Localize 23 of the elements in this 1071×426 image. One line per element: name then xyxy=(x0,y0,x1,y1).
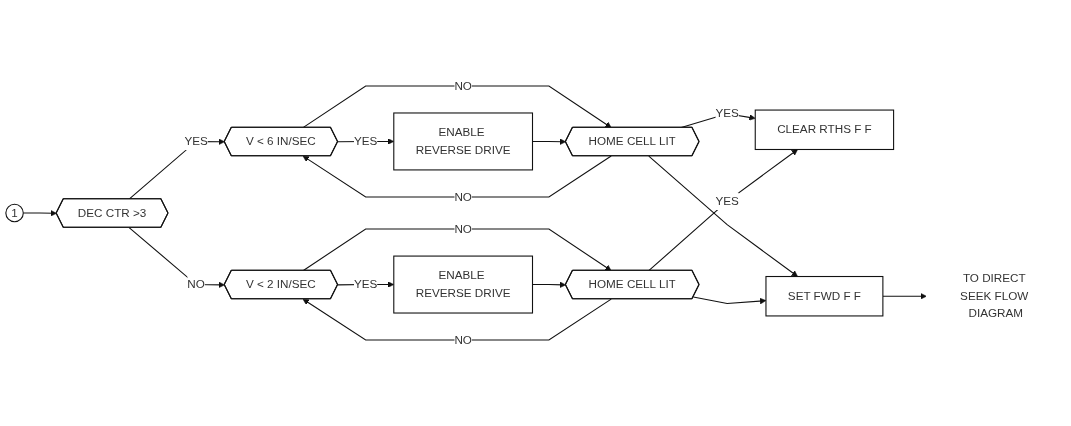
arrow xyxy=(302,85,612,129)
edge-label: YES xyxy=(715,107,739,120)
node-box: ENABLE REVERSE DRIVE xyxy=(393,112,534,171)
arrow xyxy=(128,138,225,200)
edge-label: NO xyxy=(187,277,205,291)
node-text: TO DIRECT SEEK FLOW DIAGRAM xyxy=(960,272,1029,320)
edge-label: NO xyxy=(454,190,472,203)
node-box: CLEAR RTHS F F xyxy=(754,109,895,151)
arrow xyxy=(302,298,612,341)
node-box: SET FWD F F xyxy=(765,275,884,317)
arrow xyxy=(128,227,225,289)
edge-label: YES xyxy=(353,277,378,291)
node-circle: 1 xyxy=(5,203,24,223)
arrow xyxy=(302,228,612,272)
edge-label: NO xyxy=(454,333,472,346)
arrow xyxy=(302,155,612,198)
edge-label: NO xyxy=(454,222,472,235)
edge-label: NO xyxy=(454,79,472,92)
edge-label: YES xyxy=(184,134,208,148)
arrow xyxy=(882,293,927,300)
node-box: ENABLE REVERSE DRIVE xyxy=(393,255,534,314)
edge-label: YES xyxy=(353,134,378,148)
edge-label: YES xyxy=(715,194,739,208)
